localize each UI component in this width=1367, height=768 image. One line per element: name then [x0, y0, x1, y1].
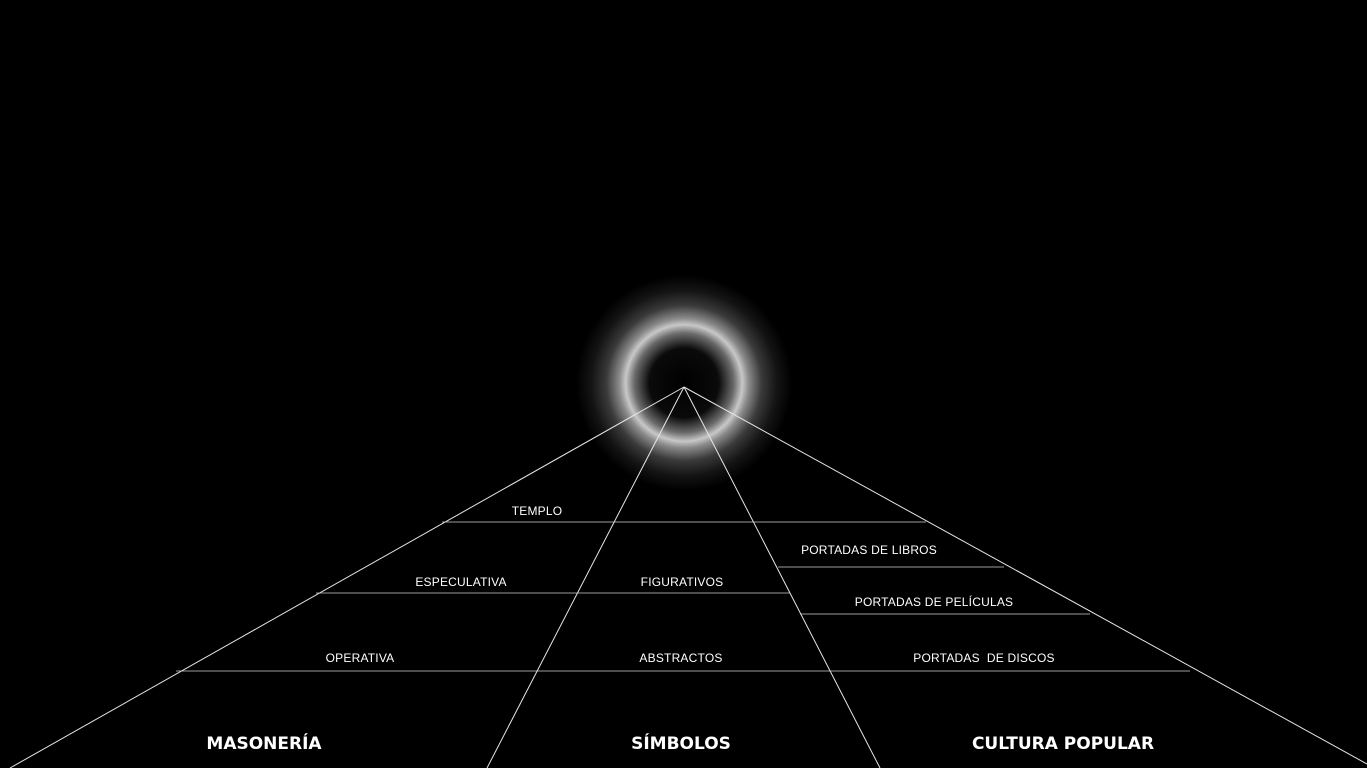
- cultura-popular-heading: CULTURA POPULAR: [972, 734, 1154, 754]
- templo-label: TEMPLO: [512, 504, 563, 518]
- glowing-ring: [576, 275, 792, 491]
- abstractos-label: ABSTRACTOS: [639, 651, 722, 665]
- simbolos-heading: SÍMBOLOS: [631, 732, 731, 754]
- portadas-discos-label: PORTADAS DE DISCOS: [913, 651, 1054, 665]
- masoneria-heading: MASONERÍA: [206, 732, 322, 754]
- left-inner-line: [486, 386, 685, 768]
- right-inner-line: [683, 386, 881, 768]
- figurativos-label: FIGURATIVOS: [641, 575, 724, 589]
- operativa-label: OPERATIVA: [326, 651, 395, 665]
- right-edge-line: [683, 386, 1367, 765]
- portadas-libros-label: PORTADAS DE LIBROS: [801, 543, 937, 557]
- portadas-peliculas-label: PORTADAS DE PELÍCULAS: [855, 594, 1013, 609]
- especulativa-label: ESPECULATIVA: [415, 575, 506, 589]
- left-edge-line: [9, 386, 685, 768]
